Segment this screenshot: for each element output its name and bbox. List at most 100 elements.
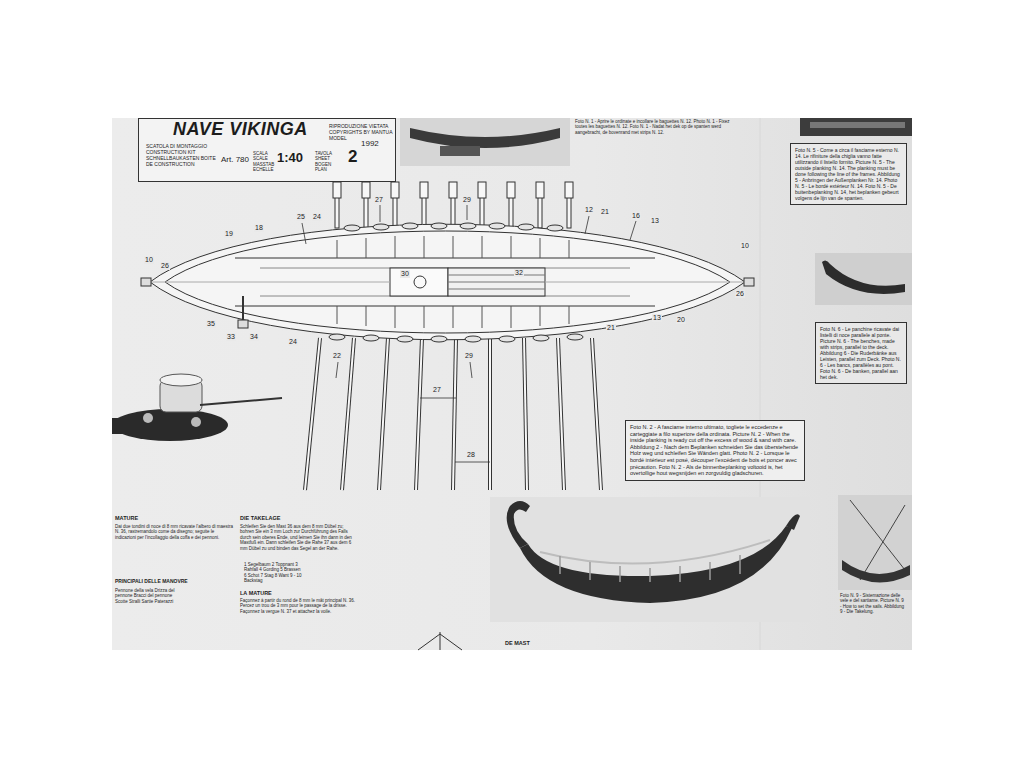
oars-lower [305,338,601,490]
rigging-sketch-part [418,632,462,650]
tool-photo-part [143,413,153,423]
hull-plan-part [448,268,545,296]
callout-number: 18 [254,224,264,232]
tool-photo [112,374,282,441]
oars-lower-part [453,338,456,490]
oars-upper-part [333,182,341,198]
benches-part [337,306,569,328]
hull-plan-part [238,320,248,328]
shields-part [363,335,379,341]
oars-upper-part [420,182,428,198]
callout-number: 27 [374,196,384,204]
leader-lines-part [467,205,468,220]
callout-number: 29 [462,196,472,204]
callout-number: 28 [466,451,476,459]
tool-photo-part [200,398,282,405]
oars-lower-part [379,338,388,490]
shields-part [431,336,447,342]
oars-upper-part [451,196,455,228]
oars-upper-part [393,196,397,228]
oars-lower-part [453,338,456,490]
shields-part [465,336,481,342]
title-block-text: 1:40 [277,150,303,166]
hull-plan-part [150,224,745,340]
oars-lower-part [342,338,354,490]
shields-part [373,224,389,230]
section-heading: DE MAST [505,640,530,647]
hull-plan-part [141,278,151,286]
right-photo-part [815,253,912,305]
note-text: Foto N. 1 - Aprire le ordinate e incolla… [575,119,740,135]
leader-lines-part [470,462,490,463]
oars-upper [333,182,573,228]
leader-lines-part [455,462,470,463]
rigging-sketch [418,632,462,650]
caption-text: Foto N. 2 - A fasciame interno ultimato,… [630,424,800,477]
shields-part [547,225,563,231]
title-block-text: TAVOLA SHEET BOGEN PLAN [315,151,341,173]
ship-photo-part [560,555,740,582]
oars-lower-part [592,338,601,490]
ship-photo-part [490,497,810,622]
note-text: 1 Segelbaum 2 Toppnant 3 Rahfall 4 Gordi… [244,562,304,584]
caption-box: Foto N. 6 - Le panchine ricavate dai lis… [815,322,907,384]
shields-part [431,223,447,229]
top-right-photo-part [800,118,912,136]
oars-upper-part [507,182,515,198]
paper-sheet [112,118,912,650]
oars-upper-part [364,196,368,228]
right-photo [815,253,912,305]
oars-lower-part [524,338,527,490]
oars-upper-part [478,182,486,198]
callout-number: 32 [514,269,524,277]
title-block-text: 1992 [361,139,379,149]
top-right-photo-part [810,122,905,128]
oars-lower-part [379,338,388,490]
note-text: Foto N. 9 - Sistemazione delle vele e de… [840,593,906,615]
hull-plan-part [744,278,754,286]
oars-lower-part [305,338,320,490]
caption-box: Foto N. 2 - A fasciame interno ultimato,… [625,420,805,481]
title-block-text: SCATOLA DI MONTAGGIO CONSTRUCTION KIT SC… [146,143,220,167]
oars-upper-part [536,182,544,198]
oars-upper-part [509,196,513,228]
oars-lower-part [488,338,492,490]
leader-lines-part [336,362,338,378]
callout-number: 10 [144,256,154,264]
callout-number: 21 [600,208,610,216]
callout-number: 10 [740,242,750,250]
oars-upper-part [362,182,370,198]
section-heading: LA MATURE [240,590,272,597]
right-photo-part [822,260,905,293]
shields-part [567,334,583,340]
shields-part [533,335,549,341]
callout-number: 34 [249,333,259,341]
oars-lower-part [558,338,564,490]
oars-upper-part [480,196,484,228]
shields-part [499,336,515,342]
ship-photo [490,497,810,622]
callout-number: 13 [652,314,662,322]
top-photo-part [440,146,480,156]
title-text: NAVE VIKINGA [173,119,308,141]
bottom-right-photo-part [842,560,910,582]
top-photo-part [410,128,560,148]
leader-lines-part [470,362,472,378]
bottom-right-photo [838,495,912,590]
ship-photo-part [507,501,530,548]
oars-lower-part [558,338,564,490]
oars-upper-part [449,182,457,198]
benches-part [337,236,569,258]
callout-number: 21 [606,324,616,332]
oars-lower-part [342,338,354,490]
bottom-right-photo-part [850,500,905,570]
caption-text: Foto N. 5 - Come a circa il fasciame est… [795,147,902,201]
caption-box: Foto N. 5 - Come a circa il fasciame est… [790,143,907,205]
callout-number: 13 [650,217,660,225]
shields-part [344,225,360,231]
section-heading: PRINCIPALI DELLE MANOVRE [115,578,233,584]
hull-plan-part [390,268,448,296]
shields-part [402,223,418,229]
